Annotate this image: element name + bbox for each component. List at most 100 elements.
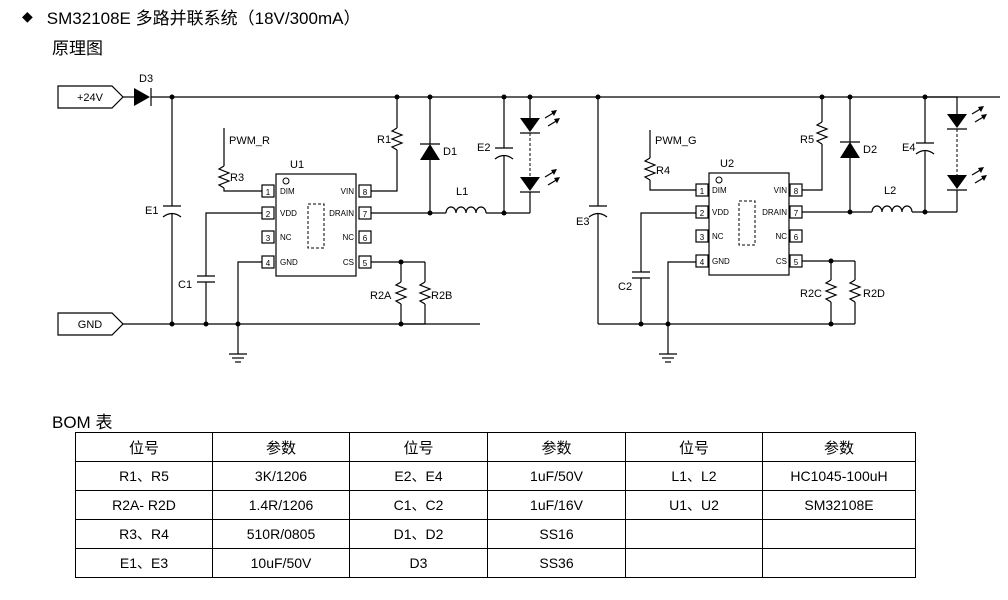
svg-text:6: 6 xyxy=(363,234,368,243)
svg-text:R5: R5 xyxy=(800,134,814,146)
port-24v: +24V xyxy=(57,85,124,109)
svg-text:8: 8 xyxy=(363,188,368,197)
svg-text:R2B: R2B xyxy=(431,290,452,302)
resistor-r2a-r2b: R2A R2B xyxy=(370,259,452,327)
bom-cell: L1、L2 xyxy=(625,461,763,491)
bom-cell: 510R/0805 xyxy=(212,519,350,549)
bom-cell: C1、C2 xyxy=(349,490,488,520)
svg-text:NC: NC xyxy=(280,233,292,242)
bom-header-cell: 参数 xyxy=(487,432,626,462)
table-row: R3、R4 510R/0805 D1、D2 SS16 xyxy=(75,519,916,549)
capacitor-e1: E1 xyxy=(145,97,182,324)
svg-text:R1: R1 xyxy=(377,134,391,146)
bom-cell: R1、R5 xyxy=(75,461,213,491)
bom-cell: R2A- R2D xyxy=(75,490,213,520)
svg-text:NC: NC xyxy=(712,232,724,241)
svg-text:NC: NC xyxy=(775,232,787,241)
svg-text:4: 4 xyxy=(266,259,271,268)
svg-text:3: 3 xyxy=(266,234,271,243)
svg-text:PWM_G: PWM_G xyxy=(655,135,697,147)
table-row: E1、E3 10uF/50V D3 SS36 xyxy=(75,548,916,578)
bom-header-cell: 参数 xyxy=(762,432,916,462)
bom-cell: 10uF/50V xyxy=(212,548,350,578)
svg-text:7: 7 xyxy=(794,209,799,218)
svg-text:1: 1 xyxy=(266,188,271,197)
svg-text:GND: GND xyxy=(78,319,103,331)
svg-text:D2: D2 xyxy=(863,144,877,156)
resistor-r2c-r2d: R2C R2D xyxy=(800,258,885,327)
bom-cell: E1、E3 xyxy=(75,548,213,578)
svg-text:CS: CS xyxy=(776,257,787,266)
table-row: R1、R5 3K/1206 E2、E4 1uF/50V L1、L2 HC1045… xyxy=(75,461,916,491)
diamond-bullet-icon: ◆ xyxy=(22,8,33,24)
chip-u1: U1 1 2 3 4 8 7 6 5 DIM VDD NC GND VIN DR… xyxy=(261,159,372,277)
svg-text:D1: D1 xyxy=(443,146,457,158)
resistor-r3: PWM_R R3 xyxy=(217,128,270,192)
bom-cell: 3K/1206 xyxy=(212,461,350,491)
svg-text:5: 5 xyxy=(794,258,799,267)
capacitor-e4: E4 xyxy=(902,97,935,212)
schematic-subtitle: 原理图 xyxy=(52,39,103,58)
svg-text:+24V: +24V xyxy=(77,92,104,104)
bom-cell: U1、U2 xyxy=(625,490,763,520)
bom-cell xyxy=(625,548,763,578)
inductor-l1: L1 xyxy=(445,186,530,214)
page-title: SM32108E 多路并联系统（18V/300mA） xyxy=(46,9,361,28)
schematic-diagram: +24V GND D3 E1 C1 xyxy=(57,73,1000,363)
svg-text:DRAIN: DRAIN xyxy=(329,209,354,218)
bom-cell: SM32108E xyxy=(762,490,916,520)
svg-text:1: 1 xyxy=(700,187,705,196)
svg-text:U1: U1 xyxy=(290,159,304,171)
led-string-right xyxy=(925,96,987,212)
ground-symbol-right xyxy=(659,261,696,363)
svg-text:PWM_R: PWM_R xyxy=(229,135,270,147)
bom-cell: E2、E4 xyxy=(349,461,488,491)
bom-header-cell: 参数 xyxy=(212,432,350,462)
svg-text:VIN: VIN xyxy=(774,186,788,195)
chip-u2: U2 1 2 3 4 8 7 6 5 DIM VDD NC GND VIN DR… xyxy=(695,158,803,276)
svg-text:D3: D3 xyxy=(139,73,153,85)
svg-text:CS: CS xyxy=(343,258,354,267)
bom-cell: 1.4R/1206 xyxy=(212,490,350,520)
svg-text:E3: E3 xyxy=(576,216,589,228)
resistor-r5: R5 xyxy=(800,97,829,191)
svg-text:3: 3 xyxy=(700,233,705,242)
diode-d2: D2 xyxy=(840,97,877,212)
svg-text:E2: E2 xyxy=(477,142,490,154)
svg-text:4: 4 xyxy=(700,258,705,267)
svg-text:R2D: R2D xyxy=(863,288,885,300)
svg-text:R4: R4 xyxy=(656,165,670,177)
bom-cell: HC1045-100uH xyxy=(762,461,916,491)
svg-text:DRAIN: DRAIN xyxy=(762,208,787,217)
page-heading: ◆ SM32108E 多路并联系统（18V/300mA） xyxy=(22,4,360,29)
bom-cell: SS16 xyxy=(487,519,626,549)
svg-text:C1: C1 xyxy=(178,279,192,291)
bom-title: BOM 表 xyxy=(52,413,113,432)
svg-text:R2C: R2C xyxy=(800,288,822,300)
bom-table: 位号 参数 位号 参数 位号 参数 R1、R5 3K/1206 E2、E4 1u… xyxy=(75,432,916,578)
svg-text:NC: NC xyxy=(342,233,354,242)
svg-text:7: 7 xyxy=(363,210,368,219)
svg-text:R2A: R2A xyxy=(370,290,392,302)
bom-cell: SS36 xyxy=(487,548,626,578)
svg-text:VDD: VDD xyxy=(712,208,729,217)
ground-symbol-left xyxy=(229,261,262,363)
svg-text:R3: R3 xyxy=(230,172,244,184)
svg-text:L1: L1 xyxy=(456,186,468,198)
diode-d3: D3 xyxy=(123,73,1000,106)
svg-text:2: 2 xyxy=(700,209,705,218)
svg-text:L2: L2 xyxy=(884,185,896,197)
svg-text:DIM: DIM xyxy=(280,187,295,196)
svg-text:6: 6 xyxy=(794,233,799,242)
svg-text:C2: C2 xyxy=(618,281,632,293)
bom-header-cell: 位号 xyxy=(349,432,488,462)
svg-text:5: 5 xyxy=(363,259,368,268)
svg-text:E4: E4 xyxy=(902,142,915,154)
bom-header-cell: 位号 xyxy=(625,432,763,462)
led-string-left xyxy=(520,97,560,213)
bom-cell: D1、D2 xyxy=(349,519,488,549)
svg-text:E1: E1 xyxy=(145,205,158,217)
svg-text:8: 8 xyxy=(794,187,799,196)
inductor-l2: L2 xyxy=(871,185,957,213)
svg-text:GND: GND xyxy=(280,258,298,267)
